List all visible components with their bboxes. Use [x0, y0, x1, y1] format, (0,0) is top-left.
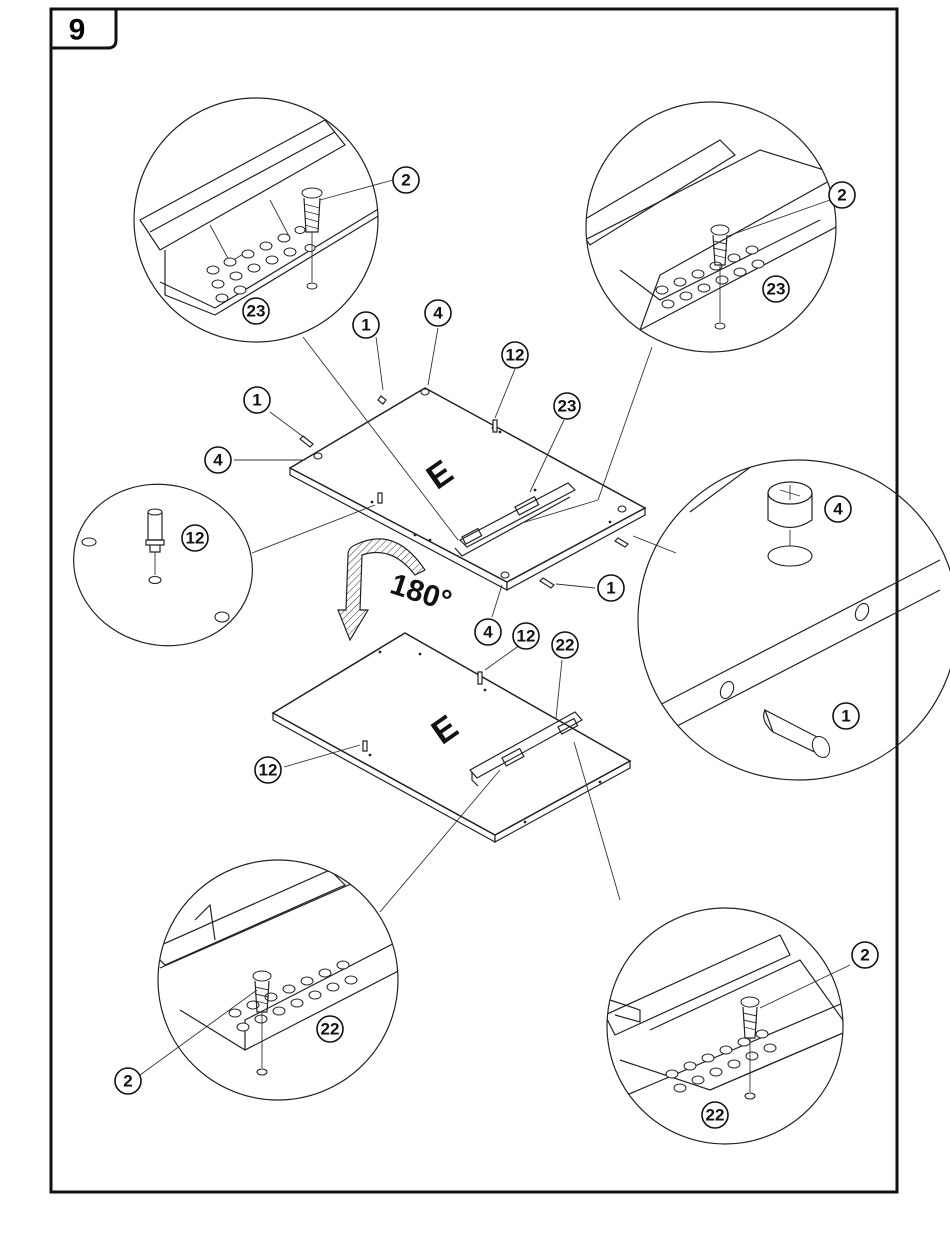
step-number: 9 — [69, 14, 86, 47]
screw-icon — [711, 225, 729, 265]
svg-text:12: 12 — [186, 529, 205, 548]
callout-part: 23 — [554, 393, 580, 419]
callout-part: 1 — [833, 703, 859, 729]
lower-panel: E — [273, 633, 630, 842]
svg-text:1: 1 — [606, 579, 615, 598]
svg-text:1: 1 — [361, 316, 370, 335]
callout-part: 2 — [115, 1068, 141, 1094]
callout-part: 1 — [598, 575, 624, 601]
callout-part: 1 — [353, 312, 379, 338]
callout-part: 1 — [244, 387, 270, 413]
dowel-pin-icon — [764, 710, 833, 760]
svg-text:2: 2 — [123, 1072, 132, 1091]
svg-text:4: 4 — [433, 304, 443, 323]
callout-part: 12 — [255, 757, 281, 783]
cam-lock-icon — [768, 482, 812, 528]
callout-part: 12 — [502, 342, 528, 368]
svg-text:1: 1 — [252, 391, 261, 410]
svg-text:23: 23 — [767, 280, 786, 299]
detail-circle-bottom-right — [605, 908, 850, 1144]
callout-part: 23 — [763, 276, 789, 302]
detail-circle-bottom-left — [140, 860, 410, 1100]
svg-text:2: 2 — [837, 186, 846, 205]
svg-text:4: 4 — [483, 623, 493, 642]
callout-part: 4 — [425, 300, 451, 326]
part-callouts: 2 23 2 23 1 4 12 1 23 4 12 4 1 1 4 12 22… — [115, 167, 878, 1128]
svg-text:4: 4 — [833, 500, 843, 519]
svg-text:23: 23 — [247, 302, 266, 321]
detail-circle-cam-lock — [638, 400, 950, 780]
svg-text:22: 22 — [321, 1020, 340, 1039]
upper-panel: E — [290, 388, 645, 590]
screw-icon — [302, 188, 322, 232]
svg-text:4: 4 — [213, 451, 223, 470]
callout-part: 22 — [317, 1016, 343, 1042]
svg-text:23: 23 — [558, 397, 577, 416]
callout-part: 12 — [513, 623, 539, 649]
detail-circle-top-right — [575, 102, 840, 352]
callout-part: 23 — [243, 298, 269, 324]
callout-part: 2 — [852, 942, 878, 968]
svg-text:12: 12 — [259, 761, 278, 780]
callout-part: 22 — [702, 1102, 728, 1128]
svg-text:2: 2 — [860, 946, 869, 965]
detail-circle-dowel — [55, 464, 270, 665]
callout-part: 2 — [393, 167, 419, 193]
callout-part: 22 — [552, 632, 578, 658]
callout-part: 4 — [475, 619, 501, 645]
svg-text:1: 1 — [841, 707, 850, 726]
svg-text:22: 22 — [556, 636, 575, 655]
svg-text:12: 12 — [517, 627, 536, 646]
page-frame — [51, 9, 897, 1192]
rotation-label: 180° — [386, 568, 455, 619]
callout-part: 4 — [205, 447, 231, 473]
callout-part: 2 — [829, 182, 855, 208]
callout-part: 12 — [182, 525, 208, 551]
svg-text:22: 22 — [706, 1106, 725, 1125]
svg-text:12: 12 — [506, 346, 525, 365]
wood-dowel-icon — [146, 509, 164, 552]
callout-part: 4 — [825, 496, 851, 522]
svg-text:2: 2 — [401, 171, 410, 190]
